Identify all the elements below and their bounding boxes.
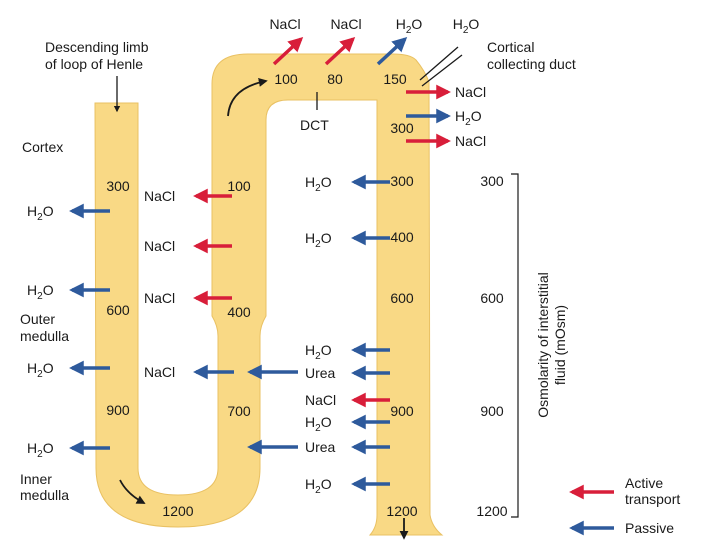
- top-flux-label-0: NaCl: [269, 16, 300, 32]
- cortical-flux-label-1: H2O: [455, 108, 482, 128]
- bottom-osmolarity-1200: 1200: [162, 503, 193, 519]
- top-flux-arrow-2: [376, 37, 408, 66]
- descending-flux-label-1: H2O: [27, 282, 54, 302]
- duct-flux-label-2: H2O: [305, 342, 332, 362]
- descending-osmolarity-600: 600: [106, 302, 130, 318]
- flow-arrow-top: [227, 77, 268, 117]
- ascending-flux-label-3: NaCl: [144, 364, 175, 380]
- duct-flux-label-5: H2O: [305, 414, 332, 434]
- dynamic-layer: 300 600 900 1200 100 400 700 100 80 150 300 300 400 6…: [27, 16, 508, 519]
- ascending-flux-label-0: NaCl: [144, 188, 175, 204]
- cortical-duct-pointer-1: [419, 46, 459, 81]
- descending-flux-label-3: H2O: [27, 440, 54, 460]
- descending-osmolarity-300: 300: [106, 178, 130, 194]
- dct-label: DCT: [300, 117, 329, 133]
- top-flux-label-1: NaCl: [330, 16, 361, 32]
- ascending-flux-label-2: NaCl: [144, 290, 175, 306]
- nephron-tubule: [94, 53, 444, 536]
- axis-title: Osmolarity of interstitialfluid (mOsm): [535, 272, 568, 417]
- duct-flux-label-6: Urea: [305, 439, 336, 455]
- legend-passive-label: Passive: [625, 520, 674, 536]
- ascending-osmolarity-700: 700: [227, 403, 251, 419]
- cortical-flux-label-0: NaCl: [455, 84, 486, 100]
- descending-flux-label-0: H2O: [27, 203, 54, 223]
- scale-bracket: [511, 173, 519, 518]
- duct-flux-label-3: Urea: [305, 365, 336, 381]
- scale-value-300: 300: [480, 173, 504, 189]
- top-flux-arrow-1: [324, 37, 356, 66]
- descending-osmolarity-900: 900: [106, 402, 130, 418]
- cortex-label: Cortex: [22, 139, 63, 155]
- ascending-osmolarity-400: 400: [227, 304, 251, 320]
- duct-flux-label-1: H2O: [305, 230, 332, 250]
- scale-value-900: 900: [480, 403, 504, 419]
- ascending-osmolarity-100: 100: [227, 178, 251, 194]
- top-flux-arrow-0: [272, 37, 304, 66]
- top-flux-label-3: H2O: [453, 16, 480, 36]
- duct-flux-label-0: H2O: [305, 174, 332, 194]
- duct-osmolarity-3: 600: [390, 290, 414, 306]
- descending-flux-label-2: H2O: [27, 360, 54, 380]
- duct-osmolarity-4: 900: [390, 403, 414, 419]
- duct-osmolarity-2: 400: [390, 229, 414, 245]
- ascending-flux-label-1: NaCl: [144, 238, 175, 254]
- duct-osmolarity-1: 300: [390, 173, 414, 189]
- flow-arrow-bottom: [119, 479, 146, 504]
- duct-osmolarity-0: 300: [390, 120, 414, 136]
- top-osmolarity-80: 80: [327, 71, 343, 87]
- duct-flux-label-7: H2O: [305, 476, 332, 496]
- duct-flux-label-4: NaCl: [305, 392, 336, 408]
- cortical-flux-label-2: NaCl: [455, 133, 486, 149]
- scale-value-1200: 1200: [476, 503, 507, 519]
- top-osmolarity-150: 150: [383, 71, 407, 87]
- duct-osmolarity-5: 1200: [386, 503, 417, 519]
- scale-value-600: 600: [480, 290, 504, 306]
- top-flux-label-2: H2O: [396, 16, 423, 36]
- top-osmolarity-100: 100: [274, 71, 298, 87]
- cortical-duct-pointer-2: [421, 54, 463, 87]
